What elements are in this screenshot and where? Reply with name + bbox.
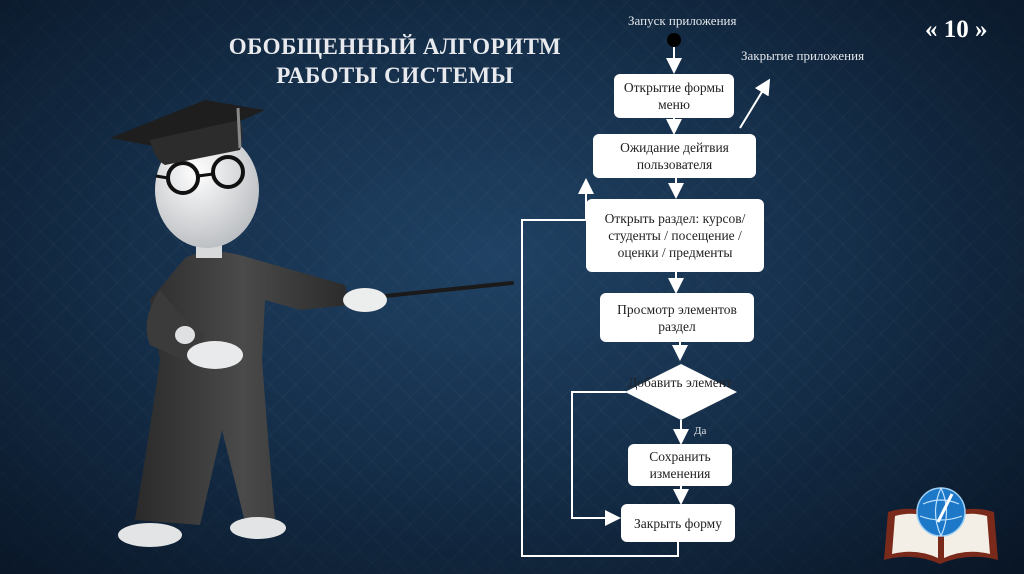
slide-title: ОБОБЩЕННЫЙ АЛГОРИТМ РАБОТЫ СИСТЕМЫ xyxy=(195,32,595,90)
add-element-text: Добавить элемент xyxy=(628,375,732,390)
view-elements-box: Просмотр элементов раздел xyxy=(600,293,754,342)
title-line-1: ОБОБЩЕННЫЙ АЛГОРИТМ xyxy=(228,34,562,59)
close-app-label: Закрытие приложения xyxy=(741,48,865,63)
save-changes-box: Сохранить изменения xyxy=(628,444,732,486)
close-form-box: Закрыть форму xyxy=(621,504,735,542)
start-label: Запуск приложения xyxy=(628,13,737,28)
yes-label: Да xyxy=(694,425,707,437)
wait-user-box: Ожидание дейтвия пользователя xyxy=(593,134,756,178)
add-element-decision xyxy=(625,364,737,420)
start-node xyxy=(667,33,681,47)
slide-number: « 10 » xyxy=(925,16,988,43)
title-line-2: РАБОТЫ СИСТЕМЫ xyxy=(276,63,514,88)
professor-figure xyxy=(110,100,514,547)
open-menu-box: Открытие формы меню xyxy=(614,74,734,118)
open-section-box: Открыть раздел: курсов/ студенты / посещ… xyxy=(586,199,764,272)
university-logo xyxy=(884,487,998,564)
